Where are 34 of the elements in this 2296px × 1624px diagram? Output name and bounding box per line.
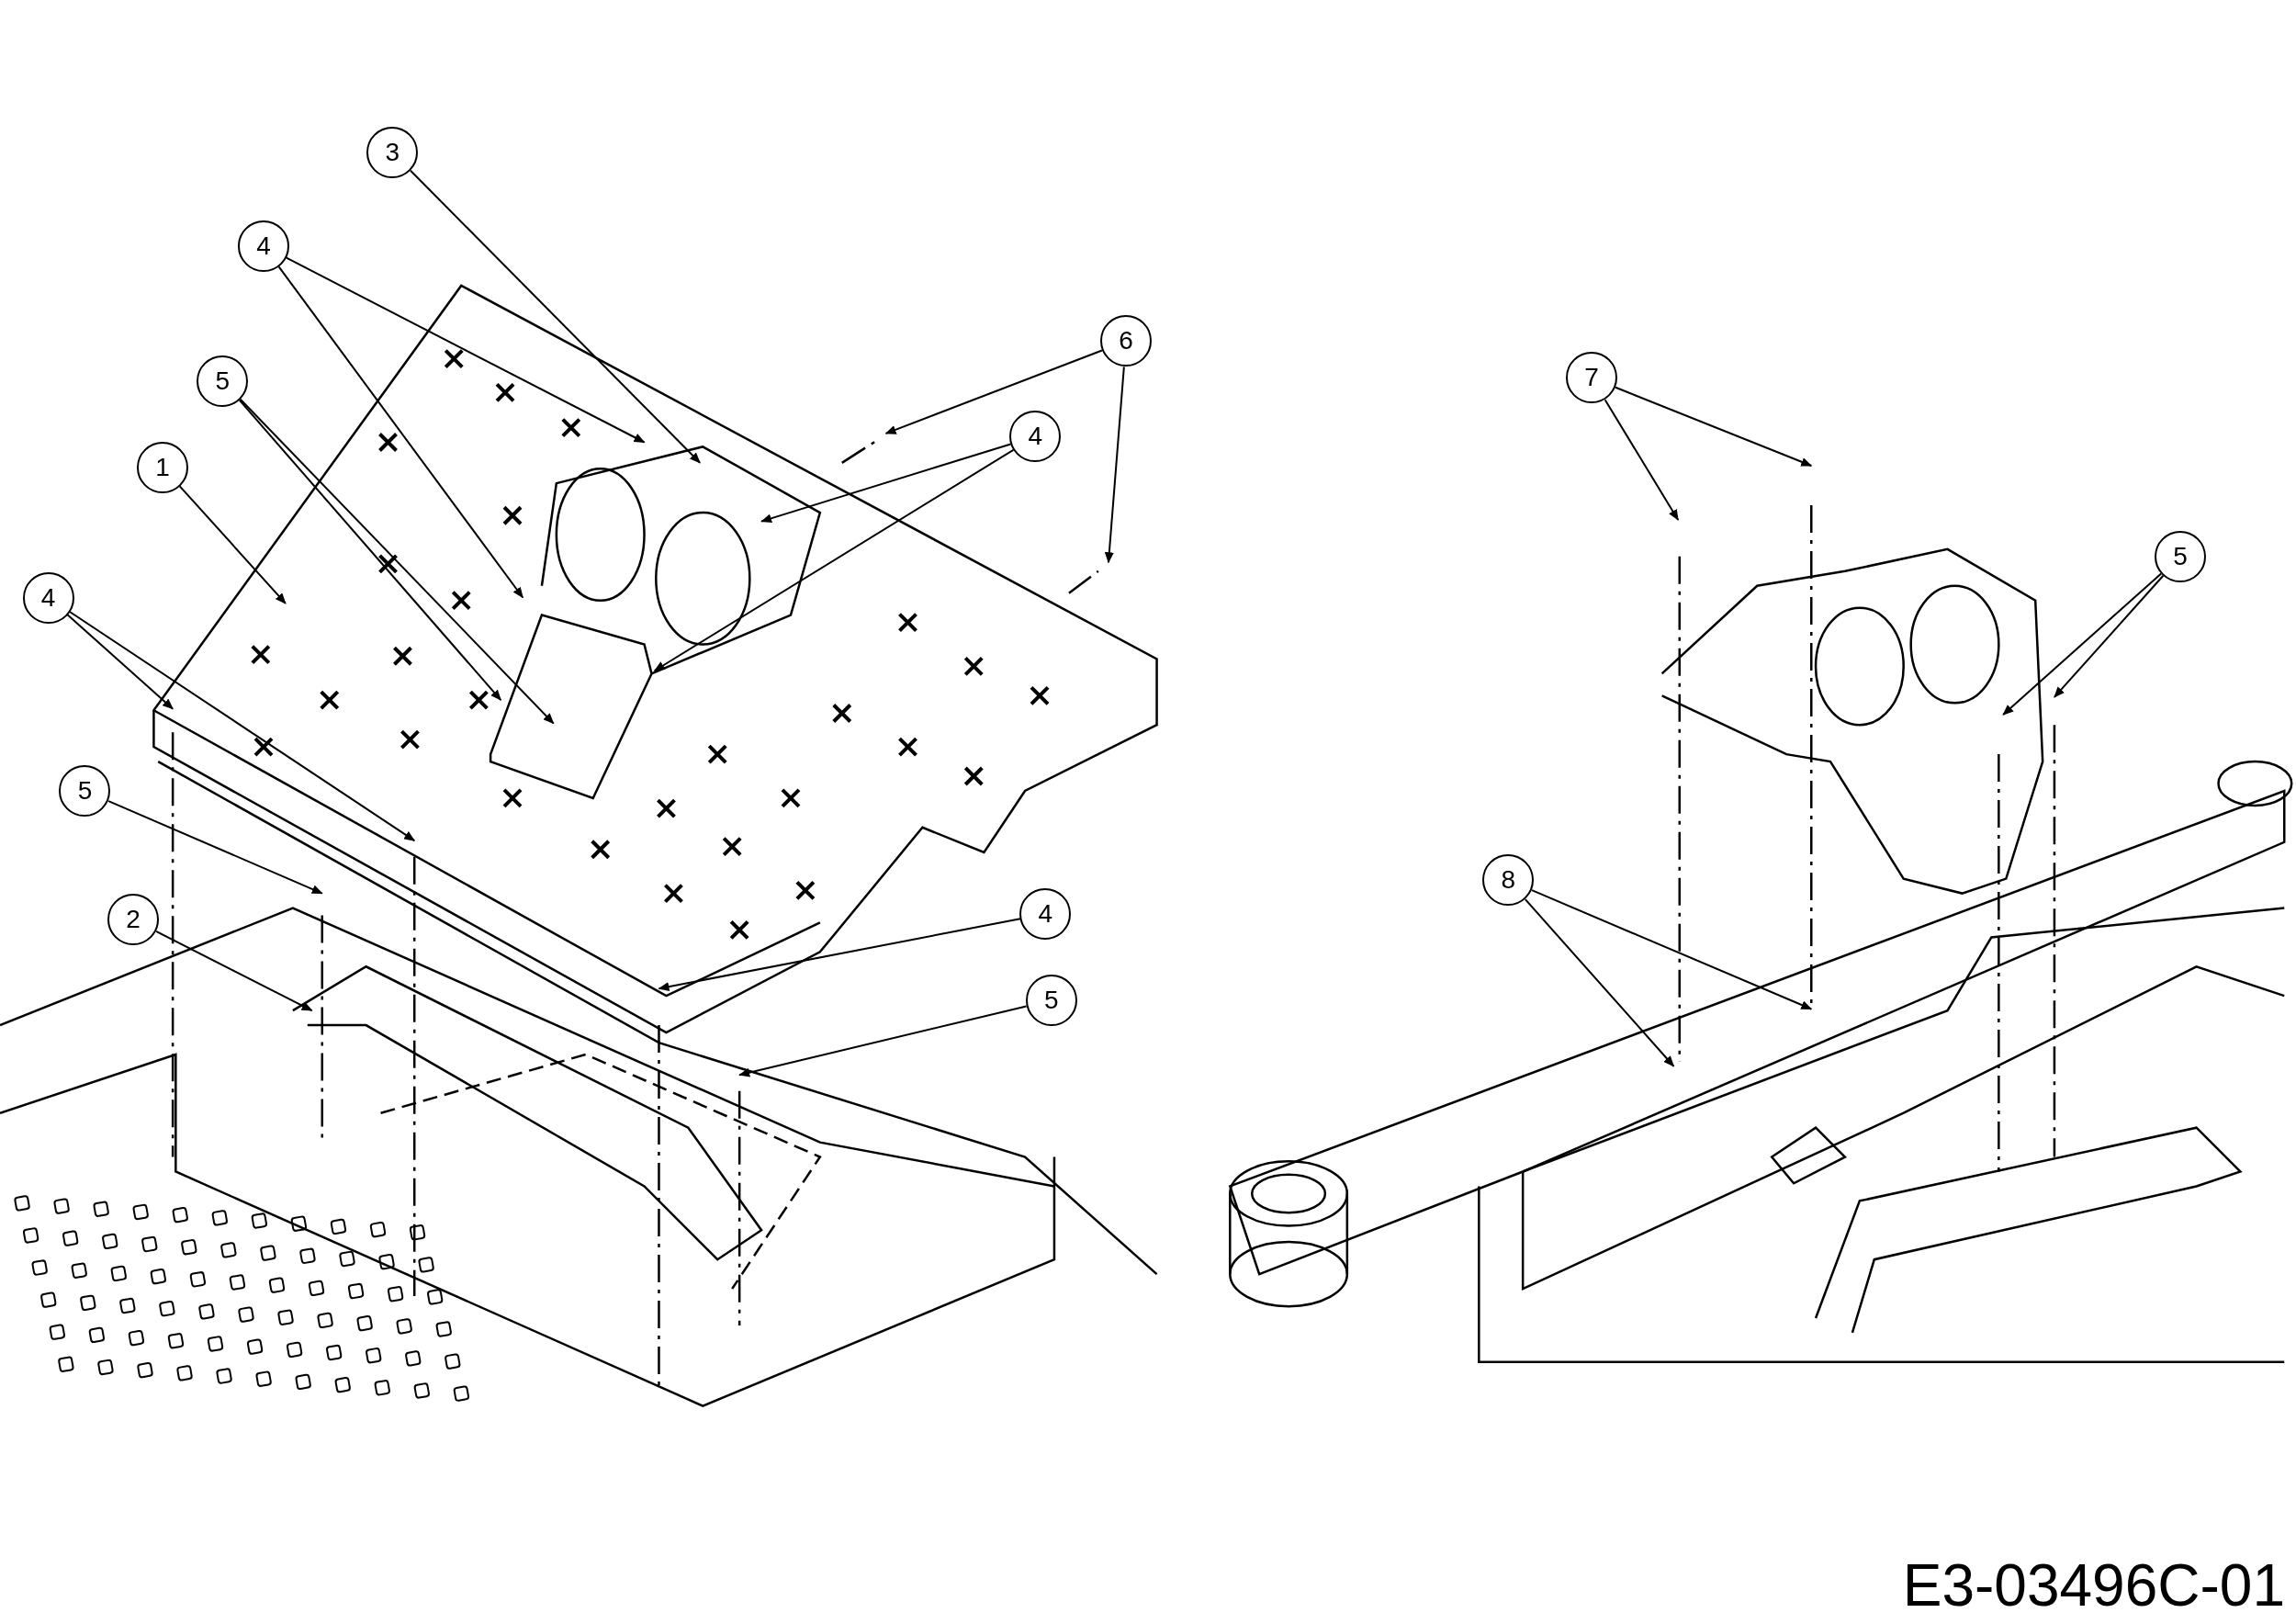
callout-number: 6 [1100,315,1153,367]
leader-line [107,800,323,895]
leader-line [1104,366,1125,564]
leader-line [68,611,416,842]
callout-number: 4 [238,220,289,272]
callout-number: 5 [2155,530,2207,582]
callout-number: 5 [197,355,249,407]
leader-line [1524,898,1675,1067]
drawing-number: E3-03496C-01 [1902,1551,2285,1620]
leader-line [1531,889,1813,1010]
leader-line [239,398,555,725]
leader-line [2053,574,2165,698]
leader-line [2002,572,2163,716]
callout-number: 7 [1566,352,1618,404]
leader-line [1604,399,1680,521]
leader-line [658,918,1021,992]
callout-number: 2 [107,894,160,946]
leader-line [1615,386,1813,467]
callout-number: 4 [1019,887,1072,940]
leader-line [277,265,524,599]
leader-line [410,169,702,464]
callout-number: 1 [136,441,188,493]
leader-line [66,614,174,710]
callout-number: 5 [1025,974,1077,1026]
leader-line [155,930,313,1012]
leader-line [653,448,1015,672]
leader-line [178,485,287,604]
callout-number: 3 [366,126,419,178]
callout-number: 4 [22,571,74,624]
callout-number: 4 [1009,411,1062,463]
leader-line [238,399,502,702]
leader-line [285,256,646,444]
callout-number: 8 [1482,854,1535,907]
callout-number: 5 [59,764,111,817]
